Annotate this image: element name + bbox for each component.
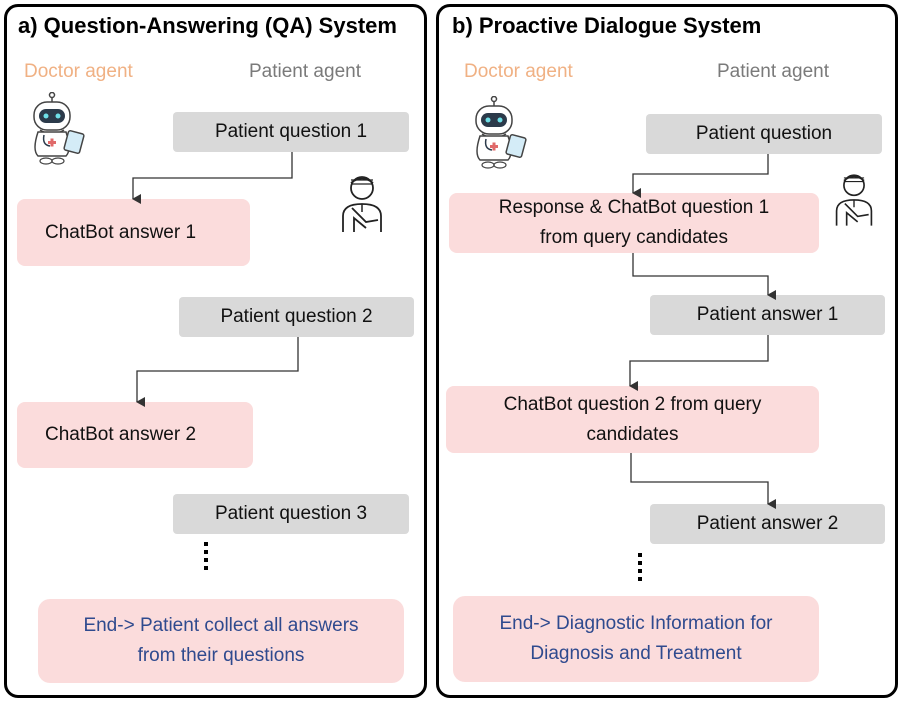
end-line-2-a: from their questions — [137, 645, 305, 666]
response-line-2: from query candidates — [540, 227, 728, 248]
chatbot-q2-line-1: ChatBot question 2 from query — [503, 393, 762, 415]
doctor-agent-label-a: Doctor agent — [24, 61, 133, 82]
injured-patient-icon — [342, 176, 382, 232]
arrow-q2-to-pa2 — [630, 453, 776, 509]
end-line-1-b: End-> Diagnostic Information for — [499, 613, 773, 634]
ellipsis-dots-b — [638, 553, 642, 581]
patient-question-box: Patient question — [646, 114, 882, 154]
chatbot-question-2-box: ChatBot question 2 from query candidates — [446, 386, 819, 453]
chatbot-answer-2-box: ChatBot answer 2 — [17, 402, 253, 468]
patient-agent-label-a: Patient agent — [249, 61, 361, 82]
response-chatbot-question-1-box: Response & ChatBot question 1 from query… — [449, 193, 819, 253]
patient-answer-2-box: Patient answer 2 — [650, 504, 885, 544]
injured-patient-icon-b — [835, 174, 873, 226]
arrow-pq1-to-answer1 — [132, 152, 293, 204]
arrow-pq2-to-answer2 — [136, 337, 299, 407]
patient-question-2-box: Patient question 2 — [179, 297, 414, 337]
panel-a-title: a) Question-Answering (QA) System — [18, 13, 397, 38]
patient-question-1-box: Patient question 1 — [173, 112, 409, 152]
end-line-2-b: Diagnosis and Treatment — [530, 643, 742, 664]
robot-doctor-icon — [33, 92, 85, 165]
chatbot-answer-1-box: ChatBot answer 1 — [17, 199, 250, 266]
arrow-pa1-to-q2 — [629, 335, 769, 391]
end-line-1-a: End-> Patient collect all answers — [83, 615, 359, 636]
arrow-response-to-pa1 — [632, 253, 776, 300]
patient-answer-1-box: Patient answer 1 — [650, 295, 885, 335]
end-result-box-a: End-> Patient collect all answers from t… — [38, 599, 404, 683]
patient-agent-label-b: Patient agent — [717, 61, 829, 82]
end-result-box-b: End-> Diagnostic Information for Diagnos… — [453, 596, 819, 682]
chatbot-q2-line-2: candidates — [586, 423, 679, 445]
ellipsis-dots-a — [204, 542, 208, 570]
response-line-1: Response & ChatBot question 1 — [498, 197, 770, 218]
patient-question-3-box: Patient question 3 — [173, 494, 409, 534]
panel-b-title: b) Proactive Dialogue System — [452, 13, 762, 38]
robot-doctor-icon-b — [475, 96, 527, 169]
arrow-pq-to-response — [632, 154, 769, 198]
doctor-agent-label-b: Doctor agent — [464, 61, 573, 82]
